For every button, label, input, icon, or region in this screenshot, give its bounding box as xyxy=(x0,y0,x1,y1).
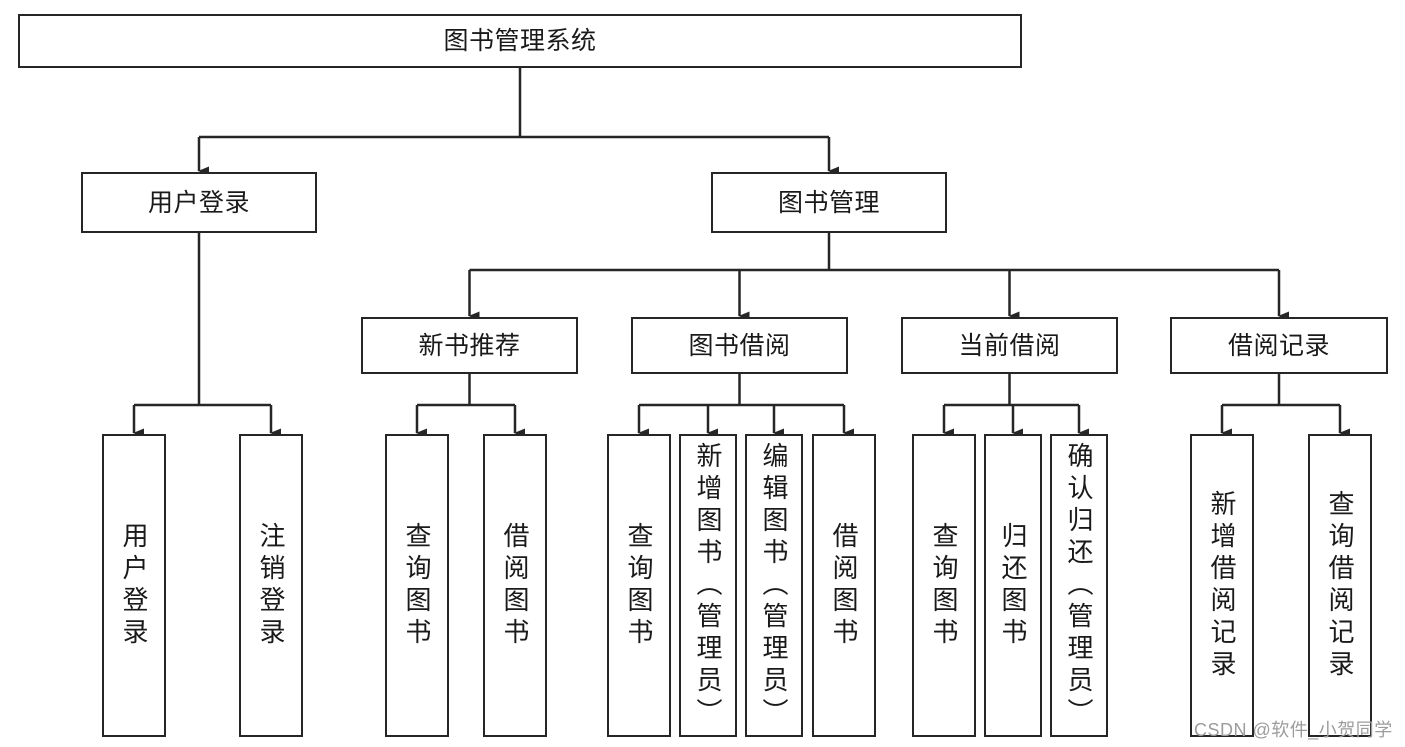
node-n-query[interactable]: 查询图书 xyxy=(385,434,449,737)
node-c-confirm[interactable]: 确认归还（管理员） xyxy=(1050,434,1108,737)
node-label-b-add: 新增图书（管理员） xyxy=(693,441,723,730)
node-label-c-return: 归还图书 xyxy=(998,521,1028,650)
node-label-l-login: 用户登录 xyxy=(119,521,149,650)
node-label-borrow: 图书借阅 xyxy=(688,331,791,360)
node-c-query[interactable]: 查询图书 xyxy=(912,434,976,737)
node-label-root: 图书管理系统 xyxy=(443,27,597,55)
node-label-c-confirm: 确认归还（管理员） xyxy=(1064,441,1094,730)
node-label-b-edit: 编辑图书（管理员） xyxy=(759,441,789,730)
node-label-l-logout: 注销登录 xyxy=(256,521,286,650)
node-borrow[interactable]: 图书借阅 xyxy=(631,317,848,374)
node-b-borrow[interactable]: 借阅图书 xyxy=(812,434,876,737)
csdn-watermark: CSDN @软件_小贺同学 xyxy=(1194,720,1393,740)
node-label-records: 借阅记录 xyxy=(1227,331,1330,360)
node-label-n-borrow: 借阅图书 xyxy=(500,521,530,650)
node-bookmgmt[interactable]: 图书管理 xyxy=(711,172,947,233)
node-label-current: 当前借阅 xyxy=(958,331,1061,360)
node-label-b-query: 查询图书 xyxy=(624,521,654,650)
node-label-r-add: 新增借阅记录 xyxy=(1207,489,1237,682)
node-b-add[interactable]: 新增图书（管理员） xyxy=(679,434,737,737)
node-login[interactable]: 用户登录 xyxy=(81,172,317,233)
node-label-c-query: 查询图书 xyxy=(929,521,959,650)
node-b-edit[interactable]: 编辑图书（管理员） xyxy=(745,434,803,737)
node-l-logout[interactable]: 注销登录 xyxy=(239,434,303,737)
node-label-login: 用户登录 xyxy=(147,188,250,217)
node-l-login[interactable]: 用户登录 xyxy=(102,434,166,737)
node-records[interactable]: 借阅记录 xyxy=(1170,317,1388,374)
node-b-query[interactable]: 查询图书 xyxy=(607,434,671,737)
node-newbook[interactable]: 新书推荐 xyxy=(361,317,578,374)
node-c-return[interactable]: 归还图书 xyxy=(984,434,1042,737)
node-label-b-borrow: 借阅图书 xyxy=(829,521,859,650)
node-label-r-query: 查询借阅记录 xyxy=(1325,489,1355,682)
node-current[interactable]: 当前借阅 xyxy=(901,317,1118,374)
node-root[interactable]: 图书管理系统 xyxy=(18,14,1022,68)
node-label-n-query: 查询图书 xyxy=(402,521,432,650)
node-n-borrow[interactable]: 借阅图书 xyxy=(483,434,547,737)
node-label-newbook: 新书推荐 xyxy=(418,331,521,360)
node-r-add[interactable]: 新增借阅记录 xyxy=(1190,434,1254,737)
node-label-bookmgmt: 图书管理 xyxy=(777,188,880,217)
node-r-query[interactable]: 查询借阅记录 xyxy=(1308,434,1372,737)
